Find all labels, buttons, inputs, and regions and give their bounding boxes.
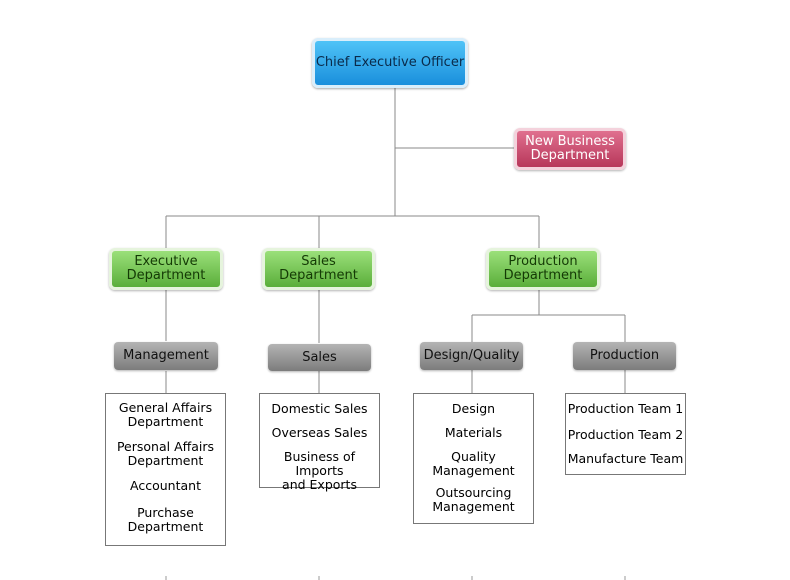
division-production: Production [573,342,676,370]
team-item: Personal Affairs Department [116,439,215,468]
division-sales: Sales [268,344,371,371]
new-business-line1: New Business [525,134,615,149]
sales-department-node: Sales Department [262,248,375,290]
production-team-box: Production Team 1 Production Team 2 Manu… [565,393,686,475]
executive-department-node: Executive Department [109,248,223,290]
production-line2: Department [503,268,583,283]
division-label: Management [123,348,209,363]
division-label: Production [589,348,660,363]
team-item: Outsourcing Management [432,485,515,514]
division-design-quality: Design/Quality [420,342,523,370]
team-item: Overseas Sales [271,425,368,440]
division-label: Design/Quality [423,348,520,363]
production-department-node: Production Department [486,248,600,290]
ceo-node: Chief Executive Officer [312,38,468,88]
ceo-label: Chief Executive Officer [315,55,465,70]
executive-line2: Department [126,268,206,283]
sales-team-box: Domestic Sales Overseas Sales Business o… [259,393,380,492]
team-item: Design [451,401,496,416]
sales-line2: Department [279,268,358,283]
team-item: General Affairs Department [118,400,213,429]
division-label: Sales [302,349,337,365]
team-item: Quality Management [432,449,515,478]
team-item: Accountant [130,478,201,493]
team-item: Production Team 1 [567,401,684,416]
team-item: Manufacture Team [567,451,684,466]
design-quality-team-box: Design Materials Quality Management Outs… [413,393,534,524]
management-team-box: General Affairs Department Personal Affa… [105,393,226,546]
sales-line1: Sales [301,254,336,269]
team-item: Business of Imports and Exports [282,449,357,492]
new-business-node: New Business Department [514,128,626,170]
production-line1: Production [508,254,578,269]
team-item: Production Team 2 [567,427,684,442]
executive-line1: Executive [134,254,198,269]
division-management: Management [114,342,218,370]
team-item: Domestic Sales [271,401,368,416]
team-item: Purchase Department [127,505,204,534]
new-business-line2: Department [530,148,610,163]
team-item: Materials [444,425,503,440]
